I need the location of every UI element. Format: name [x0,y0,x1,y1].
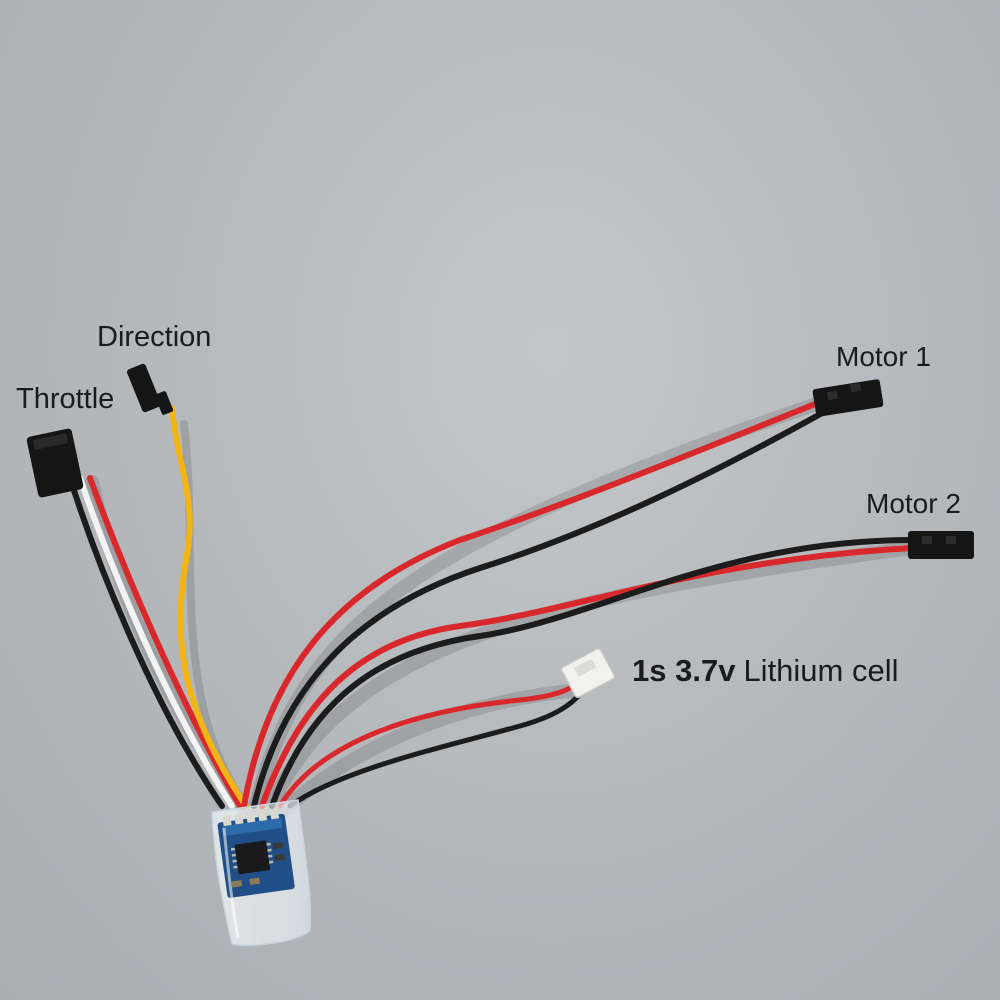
direction-label: Direction [97,321,212,353]
esc-module [211,799,312,946]
motor2-wires [259,537,915,809]
motor1-wires [241,399,827,809]
battery-wires [277,679,585,809]
motor1-connector [812,379,884,417]
battery-type-label: Lithium cell [743,653,899,688]
ic-chip [230,840,274,875]
direction-wire [169,405,249,809]
motor2-connector [908,531,974,559]
battery-voltage-label: 1s 3.7v [632,653,736,688]
direction-connector [127,363,174,415]
pcb-board [217,808,295,898]
throttle-connector [26,428,84,498]
throttle-label: Throttle [16,383,115,415]
motor1-label: Motor 1 [836,341,931,372]
throttle-wires [67,475,243,809]
battery-connector [560,647,616,699]
motor2-label: Motor 2 [866,488,961,519]
